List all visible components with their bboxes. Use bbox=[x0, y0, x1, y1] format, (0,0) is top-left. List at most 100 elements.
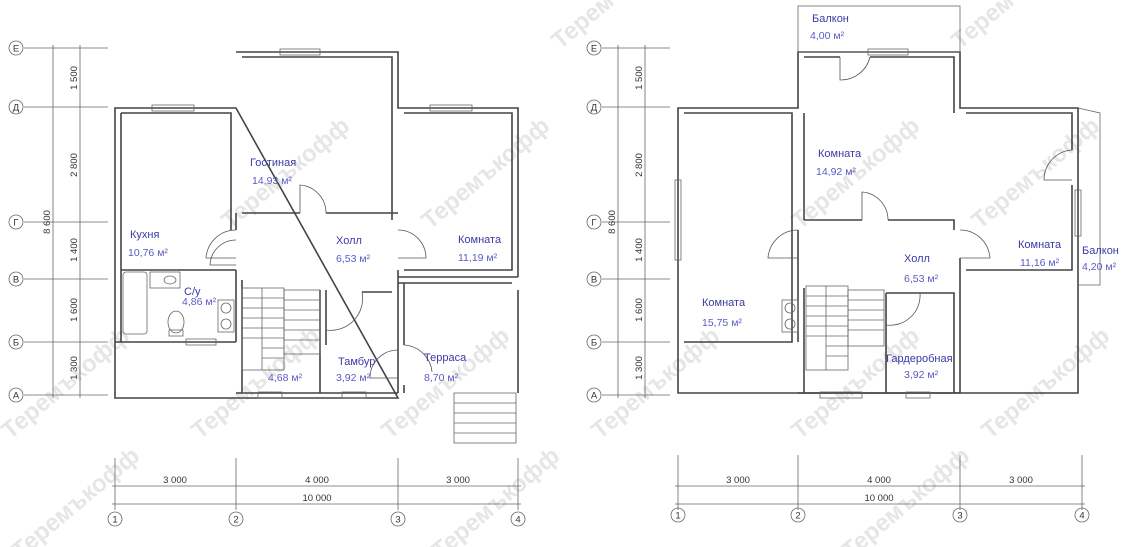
horizontal-dimension: 3 000 4 000 3 000 10 000 1 2 3 4 bbox=[670, 455, 1090, 523]
svg-text:1: 1 bbox=[675, 511, 680, 522]
col-marker-2: 2 bbox=[228, 511, 244, 527]
col-marker-2: 2 bbox=[790, 507, 806, 523]
hdim-3: 3 000 bbox=[446, 475, 470, 486]
svg-text:11,19 м²: 11,19 м² bbox=[458, 252, 498, 264]
room-stair-hall: 4,68 м² bbox=[268, 372, 303, 384]
svg-text:4: 4 bbox=[1079, 511, 1084, 522]
window bbox=[674, 179, 682, 261]
hdim-3: 3 000 bbox=[1009, 475, 1033, 486]
hdim-2: 4 000 bbox=[305, 475, 329, 486]
plan-upper-floor: Е Д Г В Б А bbox=[586, 5, 1119, 523]
room-komnata-right: Комната 11,16 м² bbox=[1018, 239, 1062, 269]
window bbox=[867, 48, 909, 56]
room-tambur: Тамбур 3,92 м² bbox=[336, 356, 375, 384]
window bbox=[1074, 189, 1082, 237]
svg-text:Холл: Холл bbox=[904, 253, 930, 265]
svg-text:А: А bbox=[13, 391, 20, 402]
axis-marker-e: Е bbox=[8, 40, 108, 56]
window bbox=[341, 391, 367, 399]
toilet bbox=[167, 310, 185, 334]
vdim-2: 2 800 bbox=[634, 153, 645, 177]
door bbox=[861, 191, 889, 221]
svg-text:2: 2 bbox=[795, 511, 800, 522]
hdim-total: 10 000 bbox=[302, 493, 331, 504]
svg-text:Е: Е bbox=[591, 44, 597, 55]
room-gostinaya: Гостиная 14,93 м² bbox=[250, 157, 296, 187]
svg-text:Комната: Комната bbox=[1018, 239, 1062, 251]
svg-text:4,68 м²: 4,68 м² bbox=[268, 372, 303, 384]
vdim-4: 1 600 bbox=[634, 298, 645, 322]
vdim-3: 1 400 bbox=[69, 238, 80, 262]
watermark-text: Теремъкофф bbox=[217, 112, 355, 234]
door bbox=[205, 229, 237, 259]
room-komnata: Комната 11,19 м² bbox=[458, 234, 502, 264]
door bbox=[403, 344, 433, 373]
door bbox=[839, 56, 871, 81]
axis-marker-e: Е bbox=[586, 40, 670, 56]
watermark-text: Теремъкофф bbox=[417, 112, 555, 234]
window bbox=[257, 391, 283, 399]
door bbox=[369, 349, 399, 379]
room-komnata-center: Комната 14,92 м² bbox=[816, 148, 862, 178]
row-axes: Е Д Г В Б А bbox=[8, 40, 108, 403]
room-komnata-left: Комната 15,75 м² bbox=[702, 297, 746, 329]
svg-text:6,53 м²: 6,53 м² bbox=[904, 273, 939, 285]
doors bbox=[767, 56, 1073, 326]
svg-text:6,53 м²: 6,53 м² bbox=[336, 253, 371, 265]
svg-text:3,92 м²: 3,92 м² bbox=[904, 369, 939, 381]
watermark-text: Теремъкофф bbox=[187, 322, 325, 444]
balcony-right bbox=[1077, 107, 1101, 286]
svg-text:Кухня: Кухня bbox=[130, 229, 159, 241]
door bbox=[397, 229, 427, 259]
svg-text:Б: Б bbox=[13, 338, 19, 349]
svg-text:Тамбур: Тамбур bbox=[338, 356, 375, 368]
watermark-text: Теремъкофф bbox=[427, 442, 565, 547]
boiler bbox=[217, 299, 235, 333]
door bbox=[325, 291, 363, 331]
room-bathroom: С/у 4,86 м² bbox=[182, 286, 217, 308]
windows bbox=[151, 48, 473, 399]
bathroom-fixtures bbox=[122, 271, 235, 337]
window bbox=[151, 104, 195, 112]
room-garderobnaya: Гардеробная 3,92 м² bbox=[886, 353, 953, 381]
watermark-text: Теремъкофф bbox=[547, 0, 685, 55]
axis-marker-g: Г bbox=[8, 214, 108, 230]
svg-text:Г: Г bbox=[591, 218, 596, 229]
terrace-steps bbox=[453, 392, 517, 444]
vertical-dimension: 1 500 2 800 1 400 1 600 1 300 8 600 bbox=[607, 45, 646, 398]
svg-text:1: 1 bbox=[112, 515, 117, 526]
walls bbox=[677, 51, 1079, 394]
svg-text:4,00 м²: 4,00 м² bbox=[810, 30, 845, 42]
room-balkon-top: Балкон 4,00 м² bbox=[810, 13, 849, 42]
col-marker-4: 4 bbox=[510, 511, 526, 527]
doors bbox=[205, 184, 433, 379]
axis-marker-d: Д bbox=[586, 99, 670, 115]
room-terrasa: Терраса 8,70 м² bbox=[424, 352, 467, 384]
svg-text:4,20 м²: 4,20 м² bbox=[1082, 261, 1117, 273]
svg-text:14,93 м²: 14,93 м² bbox=[252, 175, 292, 187]
vdim-total: 8 600 bbox=[42, 210, 53, 234]
door bbox=[767, 229, 799, 259]
room-holl: Холл 6,53 м² bbox=[336, 235, 371, 265]
door bbox=[299, 184, 327, 214]
svg-text:Холл: Холл bbox=[336, 235, 362, 247]
svg-text:Балкон: Балкон bbox=[812, 13, 849, 25]
watermark-text: Теремъкофф bbox=[587, 322, 725, 444]
svg-text:15,75 м²: 15,75 м² bbox=[702, 317, 742, 329]
vdim-total: 8 600 bbox=[607, 210, 618, 234]
svg-text:2: 2 bbox=[233, 515, 238, 526]
col-marker-3: 3 bbox=[952, 507, 968, 523]
svg-text:3: 3 bbox=[957, 511, 962, 522]
plan-ground-floor: Е Д Г В Б А bbox=[8, 40, 526, 527]
walls bbox=[114, 51, 519, 399]
svg-text:14,92 м²: 14,92 м² bbox=[816, 166, 856, 178]
svg-text:Б: Б bbox=[591, 338, 597, 349]
axis-marker-g: Г bbox=[586, 214, 670, 230]
window bbox=[185, 338, 217, 346]
svg-text:Комната: Комната bbox=[818, 148, 862, 160]
vdim-3: 1 400 bbox=[634, 238, 645, 262]
watermark-text: Теремъкофф bbox=[947, 0, 1085, 55]
axis-marker-v: В bbox=[8, 271, 108, 287]
svg-text:Терраса: Терраса bbox=[424, 352, 467, 364]
watermark-text: Теремъкофф bbox=[967, 112, 1105, 234]
